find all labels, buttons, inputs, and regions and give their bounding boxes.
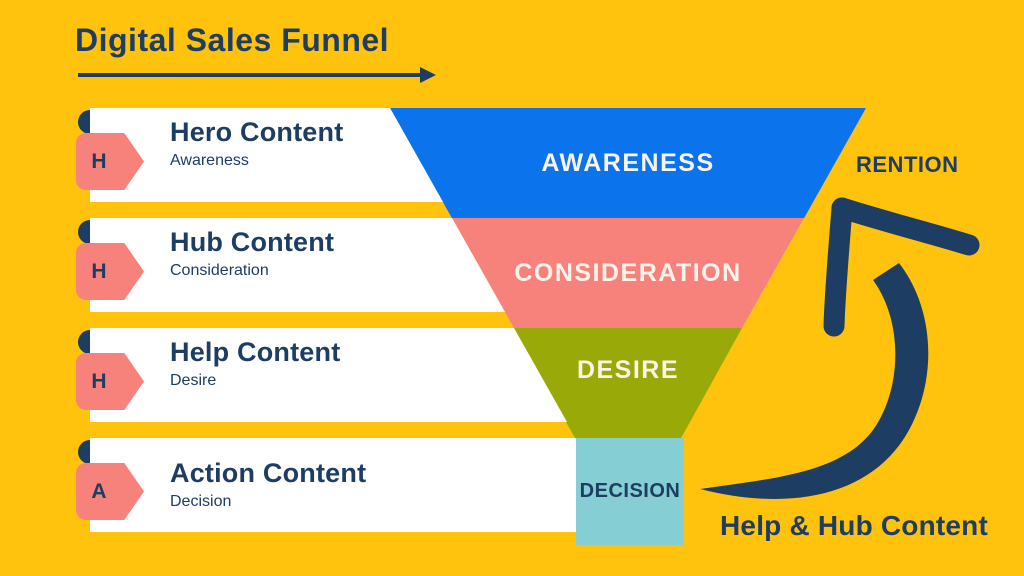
funnel-stage-decision: DECISION (576, 438, 684, 545)
funnel-stage-consideration: CONSIDERATION (452, 218, 804, 328)
row-title: Hub Content (170, 227, 335, 257)
badge-letter: A (91, 479, 107, 503)
row-title: Action Content (170, 458, 367, 488)
row-subtitle: Awareness (170, 152, 249, 170)
row-bar (90, 438, 576, 532)
funnel-row-help: H Help Content Desire (76, 328, 567, 422)
badge-letter: H (91, 369, 107, 393)
stage-label: CONSIDERATION (514, 258, 742, 287)
funnel-row-hub: H Hub Content Consideration (76, 218, 505, 312)
row-title: Help Content (170, 337, 341, 367)
row-bar (90, 218, 505, 312)
badge-letter: H (91, 149, 107, 173)
row-bar (90, 108, 443, 202)
row-title: Hero Content (170, 117, 344, 147)
retention-curved-arrow-icon (700, 197, 980, 500)
row-text: Action Content Decision (170, 459, 366, 511)
retention-label: RENTION (856, 152, 959, 177)
stage-label: DECISION (579, 480, 681, 502)
badge-letter: H (91, 259, 107, 283)
page-title: Digital Sales Funnel (75, 22, 390, 58)
row-text: Hub Content Consideration (170, 228, 334, 280)
stage-label: AWARENESS (541, 148, 715, 177)
row-subtitle: Consideration (170, 262, 269, 280)
funnel-row-hero: H Hero Content Awareness (76, 108, 443, 202)
funnel-stage-awareness: AWARENESS (390, 108, 866, 218)
row-text: Hero Content Awareness (170, 118, 343, 170)
row-subtitle: Decision (170, 493, 232, 511)
title-underline-arrow (78, 67, 436, 83)
stage-label: DESIRE (576, 355, 680, 384)
row-subtitle: Desire (170, 372, 217, 390)
row-text: Help Content Desire (170, 338, 340, 390)
bottom-note: Help & Hub Content (720, 510, 989, 541)
funnel-row-action: A Action Content Decision (76, 438, 576, 532)
row-bar (90, 328, 567, 422)
